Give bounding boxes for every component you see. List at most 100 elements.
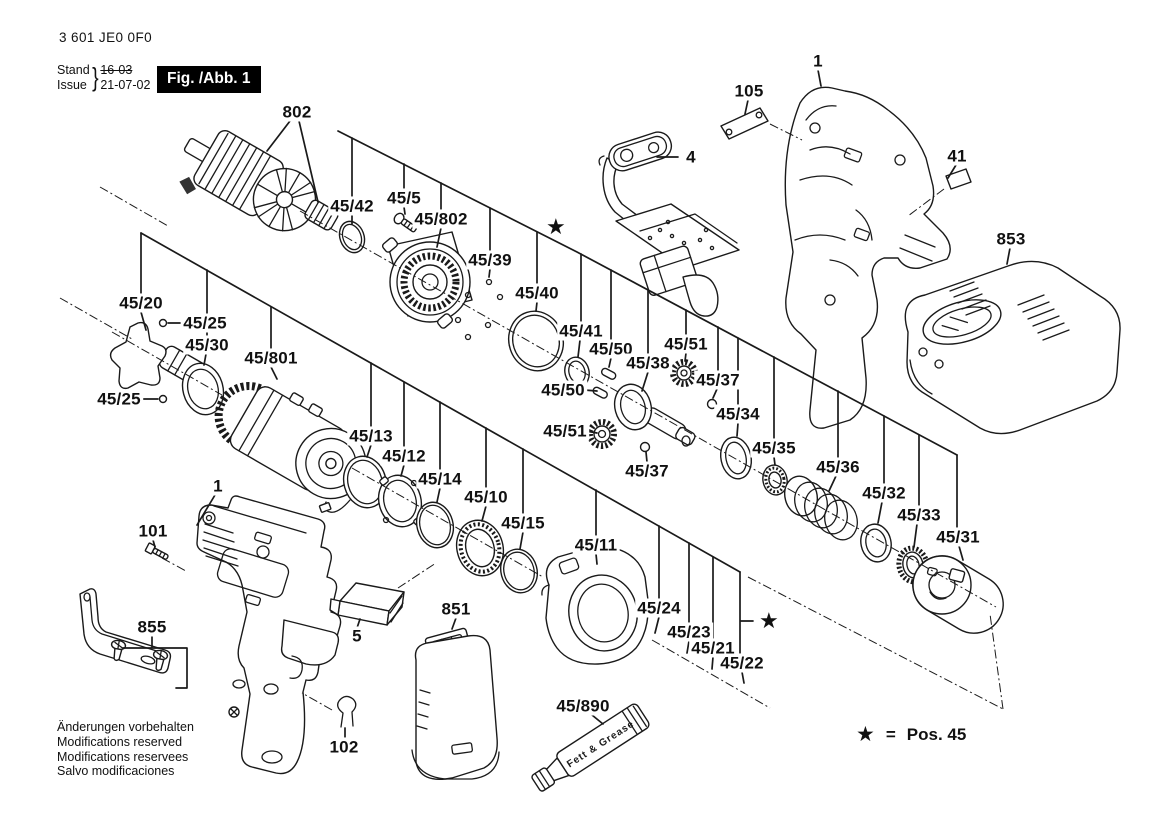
star-icon: ★ <box>856 723 875 746</box>
washer-4532-drawing <box>860 523 892 563</box>
part-label-45-50-b: 45/50 <box>539 380 587 400</box>
issue-value: 21-07-02 <box>100 77 151 92</box>
note-de: Änderungen vorbehalten <box>57 720 194 734</box>
ball-4537b-drawing <box>639 441 651 453</box>
sticker-41-drawing <box>945 168 972 190</box>
part-label-45-5: 45/5 <box>385 188 423 208</box>
bearing-4535-drawing <box>762 464 788 496</box>
screw-dots-drawing <box>454 278 504 341</box>
pin-4525b-drawing <box>158 394 168 404</box>
screw-101-drawing <box>144 542 169 560</box>
part-label-star-top: ★ <box>546 214 566 239</box>
belt-clip-drawing <box>79 588 172 674</box>
part-label-853: 853 <box>994 229 1028 249</box>
front-housing-drawing <box>541 546 649 665</box>
screw-455-drawing <box>393 212 418 233</box>
part-label-45-14: 45/14 <box>416 469 464 489</box>
footer-notes: Änderungen vorbehalten Modifications res… <box>57 720 194 779</box>
part-label-45-38: 45/38 <box>624 353 672 373</box>
electronics-module-drawing <box>598 131 740 317</box>
hammer-drawing <box>912 555 1004 634</box>
part-label-45-33: 45/33 <box>895 505 943 525</box>
part-label-5: 5 <box>350 626 364 646</box>
part-label-45-30: 45/30 <box>183 335 231 355</box>
brace-glyph: } <box>91 62 99 92</box>
star-legend: ★ = Pos. 45 <box>856 722 966 747</box>
ring-4512-drawing <box>377 474 423 528</box>
part-label-45-802: 45/802 <box>412 209 470 229</box>
part-label-45-23: 45/23 <box>665 622 713 642</box>
part-label-105: 105 <box>732 81 766 101</box>
leader-lines <box>122 69 1011 738</box>
note-fr: Modifications reservees <box>57 749 189 764</box>
part-label-45-25-b: 45/25 <box>95 389 143 409</box>
part-label-101: 101 <box>136 521 170 541</box>
pin-4550a-drawing <box>600 367 617 380</box>
oring-4515-drawing <box>500 548 538 594</box>
part-label-45-25-a: 45/25 <box>181 313 229 333</box>
axis-lines <box>59 123 1004 711</box>
plate-105-drawing <box>720 107 769 140</box>
bearing-4510-drawing <box>455 519 505 577</box>
part-label-45-10: 45/10 <box>462 487 510 507</box>
spindle-drawing <box>613 383 696 447</box>
stand-label: Stand <box>57 63 90 78</box>
part-label-45-51-b: 45/51 <box>541 421 589 441</box>
pin-4550b-drawing <box>592 386 608 399</box>
part-label-802: 802 <box>280 102 314 122</box>
legend-position: Pos. 45 <box>906 724 967 744</box>
oring-4530-drawing <box>181 362 225 416</box>
part-label-45-15: 45/15 <box>499 513 547 533</box>
charger-drawing <box>904 260 1121 435</box>
oring-4514-drawing <box>415 501 455 549</box>
gear-housing-drawing <box>381 231 473 329</box>
part-label-851: 851 <box>439 599 473 619</box>
housing-left-drawing <box>196 495 342 775</box>
pin-4525a-drawing <box>158 318 168 328</box>
issue-label: Issue <box>57 77 87 92</box>
note-es: Salvo modificaciones <box>57 764 175 779</box>
part-label-45-12: 45/12 <box>380 446 428 466</box>
part-label-45-42: 45/42 <box>328 196 376 216</box>
title-block: 3 601 JE0 0F0 Stand Issue } 16-03 21-07-… <box>57 30 153 92</box>
part-label-41: 41 <box>945 146 969 166</box>
part-label-45-22: 45/22 <box>718 653 766 673</box>
part-label-102: 102 <box>327 737 361 757</box>
oring-4542-drawing <box>338 220 366 254</box>
stand-value: 16-03 <box>100 63 133 78</box>
bit-holder-drawing <box>329 582 405 626</box>
part-label-45-36: 45/36 <box>814 457 862 477</box>
part-label-45-34: 45/34 <box>714 404 762 424</box>
legend-equals: = <box>885 724 896 744</box>
figure-caption: Fig. /Abb. 1 <box>157 66 261 93</box>
battery-drawing <box>411 627 500 780</box>
note-en: Modifications reserved <box>57 734 183 749</box>
part-label-45-37-b: 45/37 <box>623 461 671 481</box>
part-label-45-39: 45/39 <box>466 250 514 270</box>
part-label-1-top: 1 <box>811 51 825 71</box>
part-label-45-11: 45/11 <box>572 535 620 555</box>
housing-right-drawing <box>784 86 951 429</box>
armature-drawing <box>179 130 324 232</box>
u-clip-drawing <box>337 695 357 728</box>
part-label-45-21: 45/21 <box>689 638 737 658</box>
part-label-45-13: 45/13 <box>347 426 395 446</box>
type-number: 3 601 JE0 0F0 <box>59 30 153 45</box>
spring-4536-drawing <box>784 475 858 541</box>
gear-4551b-drawing <box>587 419 617 449</box>
part-label-45-51-a: 45/51 <box>662 334 710 354</box>
part-label-4: 4 <box>684 147 698 167</box>
part-label-45-890: 45/890 <box>554 696 612 716</box>
part-label-45-801: 45/801 <box>242 348 300 368</box>
part-label-45-37-a: 45/37 <box>694 370 742 390</box>
part-label-855: 855 <box>135 617 169 637</box>
part-label-45-35: 45/35 <box>750 438 798 458</box>
part-label-45-31: 45/31 <box>934 527 982 547</box>
part-label-1-bottom: 1 <box>211 476 225 496</box>
stand-issue-block: Stand Issue } 16-03 21-07-02 <box>57 62 150 93</box>
part-label-45-41: 45/41 <box>557 321 605 341</box>
part-label-45-50-a: 45/50 <box>587 339 635 359</box>
